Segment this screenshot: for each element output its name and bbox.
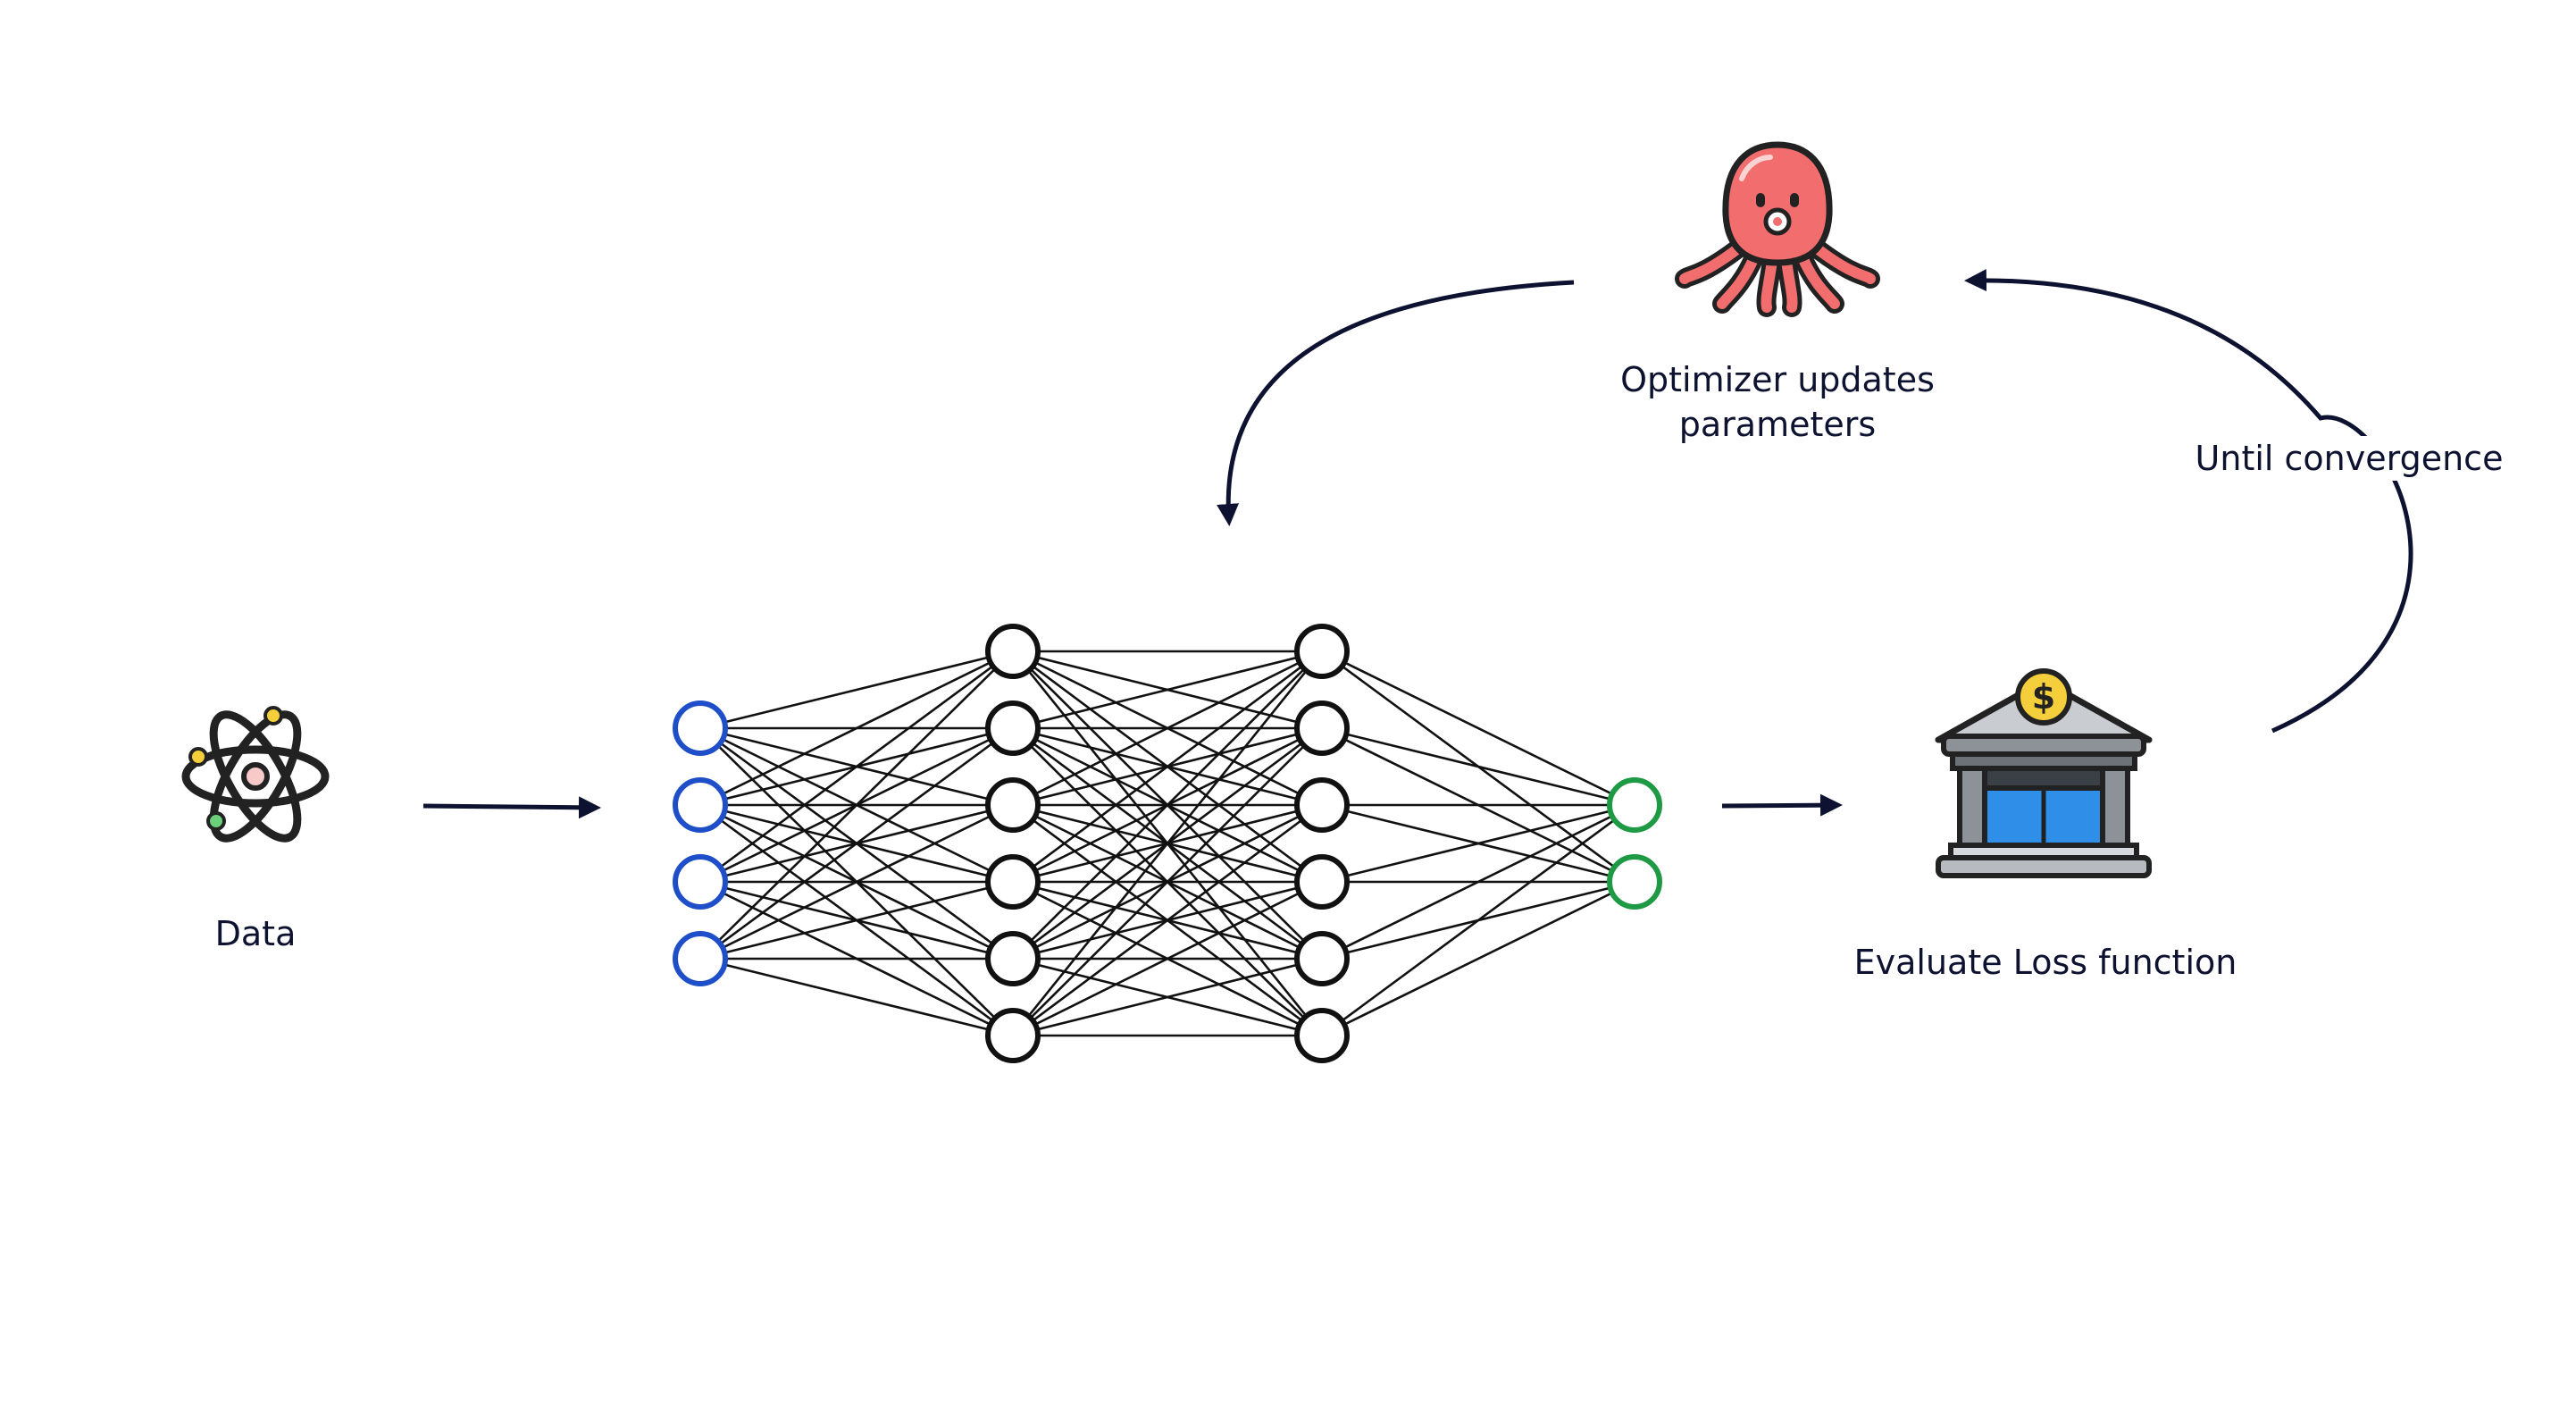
connection-l2-0-0: [1321, 650, 1635, 807]
connection-l1-4-0: [1012, 650, 1323, 960]
connection-l1-5-3: [1012, 880, 1323, 1037]
connection-l0-2-0: [699, 650, 1014, 884]
connection-l1-5-2: [1012, 803, 1323, 1037]
hidden-node-1-0: [985, 624, 1041, 679]
network-to-loss-arrow: [1721, 793, 1843, 817]
svg-text:$: $: [2032, 677, 2055, 717]
bank-building-icon: $: [1935, 668, 2153, 878]
hidden-node-1-4: [985, 931, 1041, 986]
convergence-label: Until convergence: [2144, 436, 2555, 481]
connection-l2-1-0: [1321, 726, 1635, 807]
input-node-0-1: [673, 777, 728, 833]
output-node-3-0: [1607, 777, 1662, 833]
hidden-node-2-1: [1294, 700, 1350, 756]
connection-l1-3-0: [1012, 650, 1323, 884]
connection-l0-3-0: [699, 650, 1014, 960]
connection-l0-3-5: [699, 957, 1014, 1037]
connection-l0-0-0: [699, 650, 1014, 730]
input-node-0-2: [673, 854, 728, 910]
input-node-0-3: [673, 931, 728, 986]
hidden-node-1-3: [985, 854, 1041, 910]
connection-l1-5-1: [1012, 727, 1323, 1036]
connection-l1-5-0: [1011, 650, 1324, 1036]
connection-l2-4-0: [1321, 803, 1635, 960]
connection-l0-3-3: [699, 880, 1014, 960]
optimizer-label-line-1: Optimizer updates: [1620, 360, 1935, 399]
hidden-node-2-3: [1294, 854, 1350, 910]
connection-l0-3-1: [699, 726, 1014, 960]
connection-l0-3-2: [699, 803, 1014, 960]
connection-l1-5-4: [1012, 957, 1323, 1037]
hidden-node-2-2: [1294, 777, 1350, 833]
hidden-node-2-5: [1294, 1008, 1350, 1063]
optimizer-label-line-2: parameters: [1678, 405, 1877, 444]
network-connections: [699, 650, 1635, 1037]
data-to-network-arrow: [422, 796, 601, 819]
connection-l1-2-0: [1012, 650, 1323, 807]
hidden-node-2-4: [1294, 931, 1350, 986]
optimizer-label: Optimizer updates parameters: [1510, 357, 2045, 447]
hidden-node-1-2: [985, 777, 1041, 833]
hidden-node-1-1: [985, 700, 1041, 756]
octopus-icon: [1675, 141, 1880, 317]
data-label: Data: [214, 914, 297, 953]
connection-l2-5-1: [1321, 880, 1635, 1037]
optimizer-update-arrow: [1217, 280, 1575, 526]
input-node-0-0: [673, 700, 728, 756]
neural-network: [673, 624, 1662, 1063]
atom-icon: [181, 706, 330, 843]
hidden-node-2-0: [1294, 624, 1350, 679]
convergence-loop-arrow: [1964, 269, 2413, 734]
output-node-3-1: [1607, 854, 1662, 910]
connection-l2-3-0: [1321, 803, 1635, 884]
loss-label: Evaluate Loss function: [1853, 943, 2237, 982]
connection-l2-5-0: [1321, 803, 1635, 1037]
connection-l1-1-0: [1012, 650, 1323, 730]
hidden-node-1-5: [985, 1008, 1041, 1063]
connection-l0-1-0: [699, 650, 1014, 807]
